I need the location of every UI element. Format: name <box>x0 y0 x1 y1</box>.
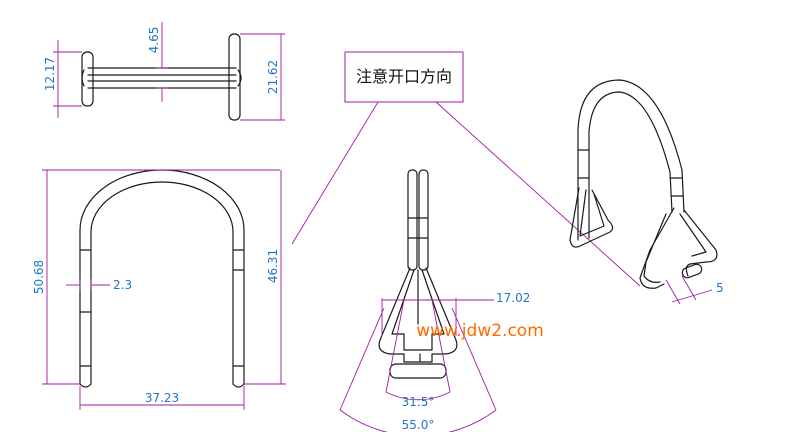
top-view-right-end <box>228 33 241 121</box>
dim-angle-inner: 31.5° <box>385 299 451 409</box>
dim-width: 37.23 <box>79 386 245 410</box>
note-text: 注意开口方向 <box>356 67 452 86</box>
dim-spread-text: 17.02 <box>496 291 530 305</box>
dim-angle-inner-text: 31.5° <box>402 395 435 409</box>
top-view-right-bend <box>237 69 242 87</box>
note-leader-right <box>435 101 641 287</box>
front-view-right-end <box>232 383 245 388</box>
dim-top-gap: 4.65 <box>147 22 168 102</box>
dim-left-height: 50.68 <box>32 169 280 385</box>
dim-wire-diameter-text: 2.3 <box>113 278 132 292</box>
dim-angle-outer-text: 55.0° <box>402 418 435 432</box>
top-view-left-bend <box>81 69 85 87</box>
dim-end-gap-text: 5 <box>716 281 724 295</box>
front-view-inner-wire <box>90 181 234 385</box>
dim-end-gap: 5 <box>665 275 724 305</box>
dim-top-height: 12.17 <box>43 40 82 118</box>
dim-angle-outer: 55.0° <box>339 307 497 432</box>
dim-top-total-text: 21.62 <box>266 60 280 94</box>
side-view <box>378 169 458 379</box>
front-view-left-end <box>79 383 92 388</box>
dim-width-text: 37.23 <box>145 391 179 405</box>
note-leader-left <box>291 101 379 245</box>
watermark-text: www.jdw2.com <box>416 321 544 341</box>
note-callout: 注意开口方向 <box>291 51 641 287</box>
front-view <box>79 169 245 388</box>
dim-top-height-text: 12.17 <box>43 57 57 91</box>
dim-inner-height: 46.31 <box>244 170 286 385</box>
dim-left-height-text: 50.68 <box>32 260 46 294</box>
dim-wire-diameter: 2.3 <box>66 278 132 292</box>
dim-inner-height-text: 46.31 <box>266 249 280 283</box>
dim-top-gap-text: 4.65 <box>147 27 161 54</box>
dim-top-total: 21.62 <box>240 33 285 121</box>
top-view <box>81 33 242 121</box>
iso-view <box>569 79 718 289</box>
note-box <box>344 51 464 103</box>
top-view-left-end <box>81 51 94 107</box>
